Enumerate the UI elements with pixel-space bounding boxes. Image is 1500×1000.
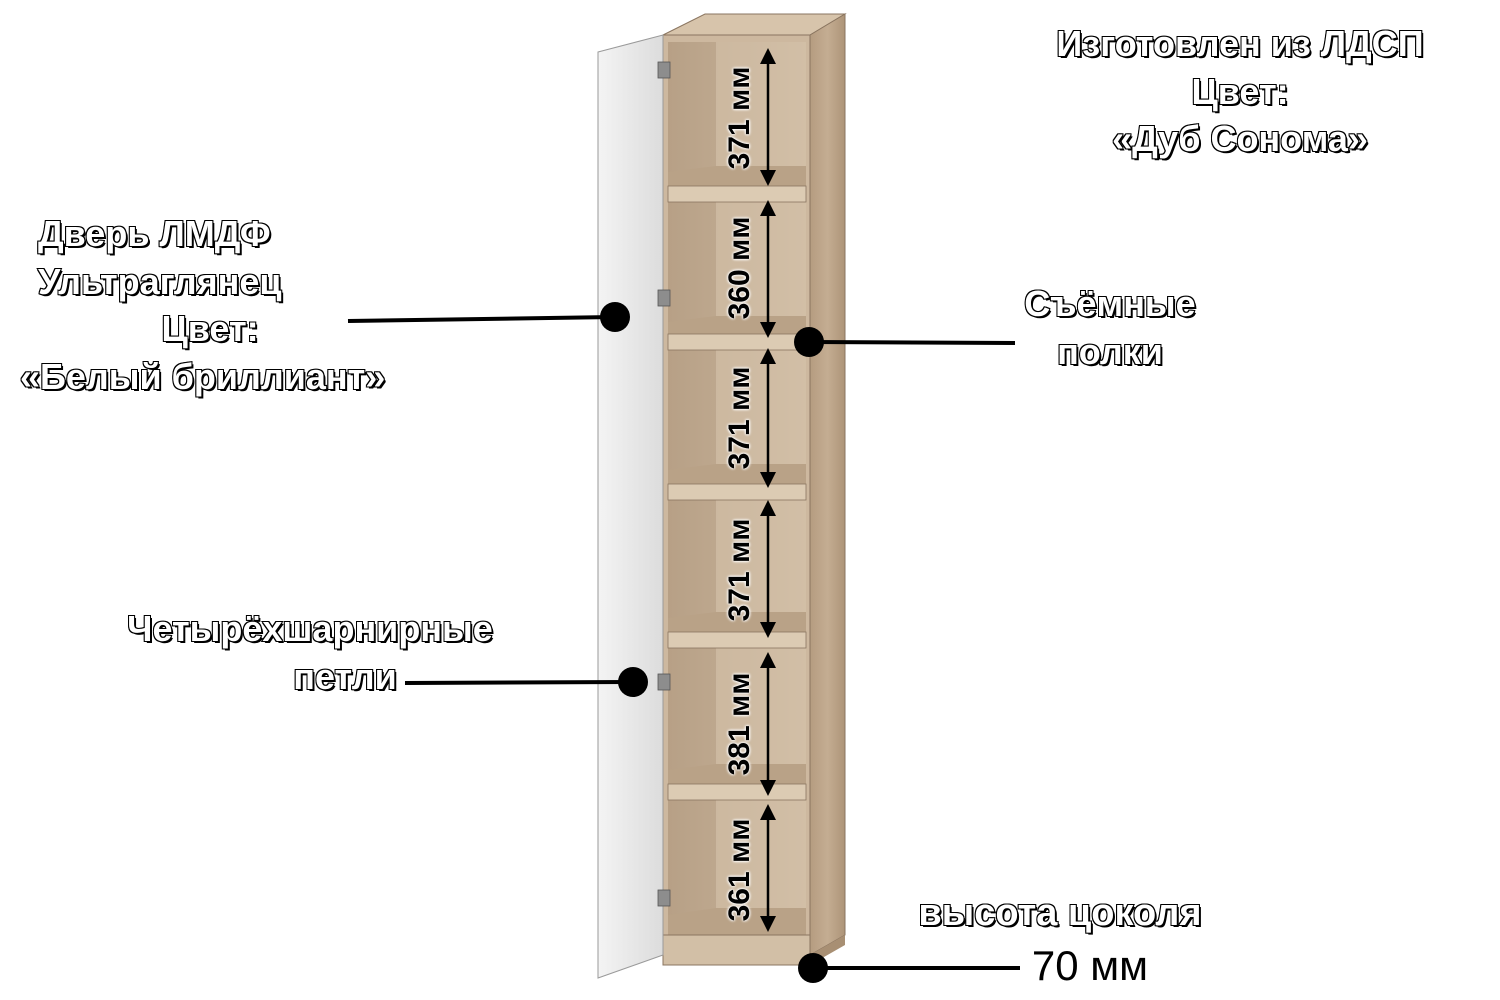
hinges-line1: Четырёхшарнирные: [126, 607, 494, 650]
hinge: [657, 61, 671, 79]
hinge: [657, 289, 671, 307]
shelf: [668, 464, 806, 488]
plinth: [662, 934, 811, 966]
door-color-heading: Цвет:: [160, 307, 259, 350]
shelves-line2: полки: [1056, 330, 1164, 373]
plinth-callout: высота цоколя 70 мм: [880, 888, 1240, 994]
hinges-line2: петли: [292, 655, 397, 698]
hinges-leader-dot: [618, 667, 648, 697]
shelf-edge: [667, 483, 807, 501]
cabinet-bottom: [668, 908, 806, 935]
door-color-value: «Белый бриллиант»: [19, 355, 386, 398]
shelves-line1: Съёмные: [1023, 282, 1196, 325]
hinges: [657, 61, 671, 907]
shelf-edge: [667, 185, 807, 203]
plinth-heading: высота цоколя: [917, 891, 1202, 935]
door-panel: [597, 34, 664, 979]
material-color-heading: Цвет:: [1190, 70, 1289, 113]
shelf-edge: [667, 783, 807, 801]
shelves-callout: Съёмные полки: [980, 280, 1240, 375]
door-leader-line: [347, 315, 615, 323]
shelves-leader-line: [809, 340, 1016, 345]
shelf-edge: [667, 333, 807, 351]
hinges-leader-line: [404, 680, 631, 685]
shelves-leader-dot: [794, 327, 824, 357]
cabinet-right-side: [809, 13, 846, 956]
material-callout: Изготовлен из ЛДСП Цвет: «Дуб Сонома»: [1030, 20, 1450, 163]
dimension-arrows: [760, 48, 776, 932]
door-leader-dot: [600, 302, 630, 332]
door-finish: Ультраглянец: [37, 260, 282, 303]
plinth-value: 70 мм: [1031, 942, 1149, 990]
hinge: [657, 673, 671, 691]
hinge: [657, 889, 671, 907]
shelf-edge: [667, 631, 807, 649]
door-material: Дверь ЛМДФ: [37, 212, 272, 255]
leader-lines: [347, 302, 1020, 983]
material-line: Изготовлен из ЛДСП: [1055, 22, 1424, 65]
hinges-callout: Четырёхшарнирные петли: [80, 605, 540, 700]
plinth-leader-dot: [798, 953, 828, 983]
door-callout: Дверь ЛМДФ Ультраглянец Цвет: «Белый бри…: [19, 210, 400, 400]
material-color-value: «Дуб Сонома»: [1111, 117, 1369, 160]
